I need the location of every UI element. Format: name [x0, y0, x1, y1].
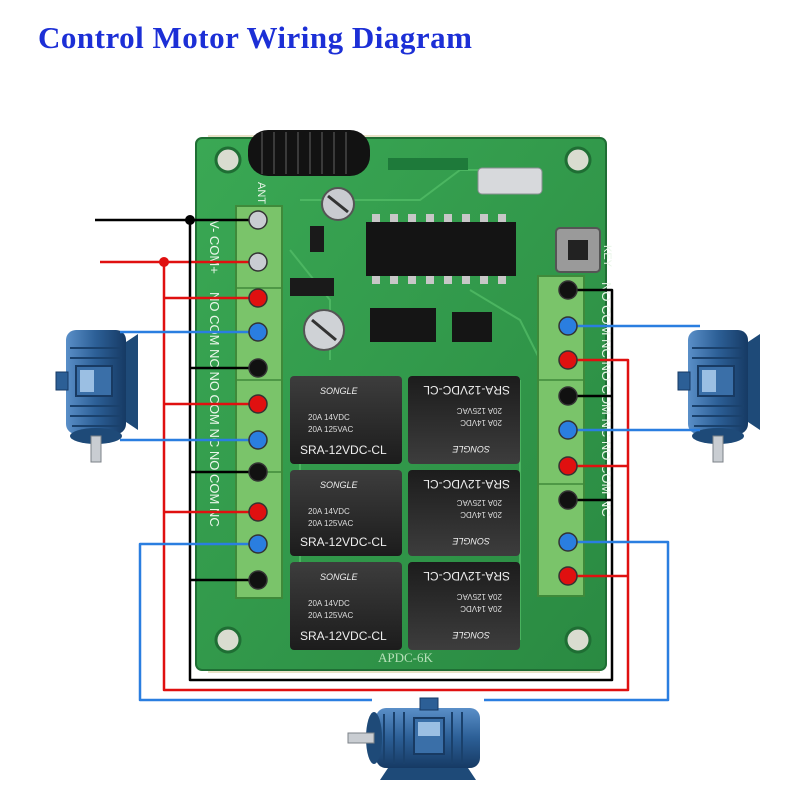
relay-6: SONGLE 20A 14VDC 20A 125VAC SRA-12VDC-CL	[408, 562, 520, 650]
relay-3: SONGLE 20A 14VDC 20A 125VAC SRA-12VDC-CL	[290, 562, 402, 650]
ic-chip	[366, 214, 516, 284]
relay-5: SONGLE 20A 14VDC 20A 125VAC SRA-12VDC-CL	[408, 470, 520, 556]
relay-6-brand: SONGLE	[451, 630, 490, 640]
bottom-motor-wire-1	[138, 542, 372, 702]
left-terminal-label: NO COM NC NO COM NC NO COM NC	[207, 292, 222, 527]
ant-label: ANT	[255, 182, 267, 204]
relay-1-rating-2: 20A 125VAC	[308, 425, 353, 434]
relay-6-rating-1: 20A 14VDC	[460, 604, 502, 613]
motor-bottom	[347, 697, 481, 781]
board-model: APDC-6K	[378, 650, 434, 665]
learn-button	[555, 227, 601, 273]
relay-2-rating-2: 20A 125VAC	[308, 519, 353, 528]
relay-4-rating-1: 20A 14VDC	[460, 418, 502, 427]
key-label: KEY	[601, 245, 613, 268]
relay-5-rating-1: 20A 14VDC	[460, 510, 502, 519]
power-terminal-label: V- COM+	[207, 220, 222, 274]
right-terminal-label: NO COM NC NO COM NC NO COM NC	[599, 282, 614, 517]
junction-dots	[159, 215, 195, 267]
relay-2: SONGLE 20A 14VDC 20A 125VAC SRA-12VDC-CL	[290, 470, 402, 556]
relay-3-part: SRA-12VDC-CL	[300, 629, 387, 643]
relay-3-rating-2: 20A 125VAC	[308, 611, 353, 620]
relay-5-brand: SONGLE	[451, 536, 490, 546]
relay-1-rating-1: 20A 14VDC	[308, 413, 350, 422]
right-terminal-screws	[558, 280, 578, 586]
diagram-title: Control Motor Wiring Diagram	[38, 20, 473, 55]
relay-2-part: SRA-12VDC-CL	[300, 535, 387, 549]
relay-4-part: SRA-12VDC-CL	[423, 383, 510, 397]
relay-4-rating-2: 20A 125VAC	[457, 406, 502, 415]
antenna-coil	[248, 130, 370, 176]
bottom-motor-wire-2	[484, 540, 670, 702]
left-red-trunk	[162, 262, 630, 692]
relay-5-rating-2: 20A 125VAC	[457, 498, 502, 507]
relay-3-rating-1: 20A 14VDC	[308, 599, 350, 608]
relay-6-part: SRA-12VDC-CL	[423, 569, 510, 583]
relay-4: SONGLE 20A 14VDC 20A 125VAC SRA-12VDC-CL	[408, 376, 520, 464]
relay-3-brand: SONGLE	[320, 572, 359, 582]
left-terminal-screws	[248, 210, 268, 590]
relay-1: SONGLE 20A 14VDC 20A 125VAC SRA-12VDC-CL	[290, 376, 402, 464]
relay-2-brand: SONGLE	[320, 480, 359, 490]
left-black-trunk	[188, 220, 614, 682]
relay-1-part: SRA-12VDC-CL	[300, 443, 387, 457]
relay-5-part: SRA-12VDC-CL	[423, 477, 510, 491]
relay-4-brand: SONGLE	[451, 444, 490, 454]
motor-left	[55, 329, 139, 463]
motor-right	[677, 329, 761, 463]
relay-1-brand: SONGLE	[320, 386, 359, 396]
relay-2-rating-1: 20A 14VDC	[308, 507, 350, 516]
relay-6-rating-2: 20A 125VAC	[457, 592, 502, 601]
